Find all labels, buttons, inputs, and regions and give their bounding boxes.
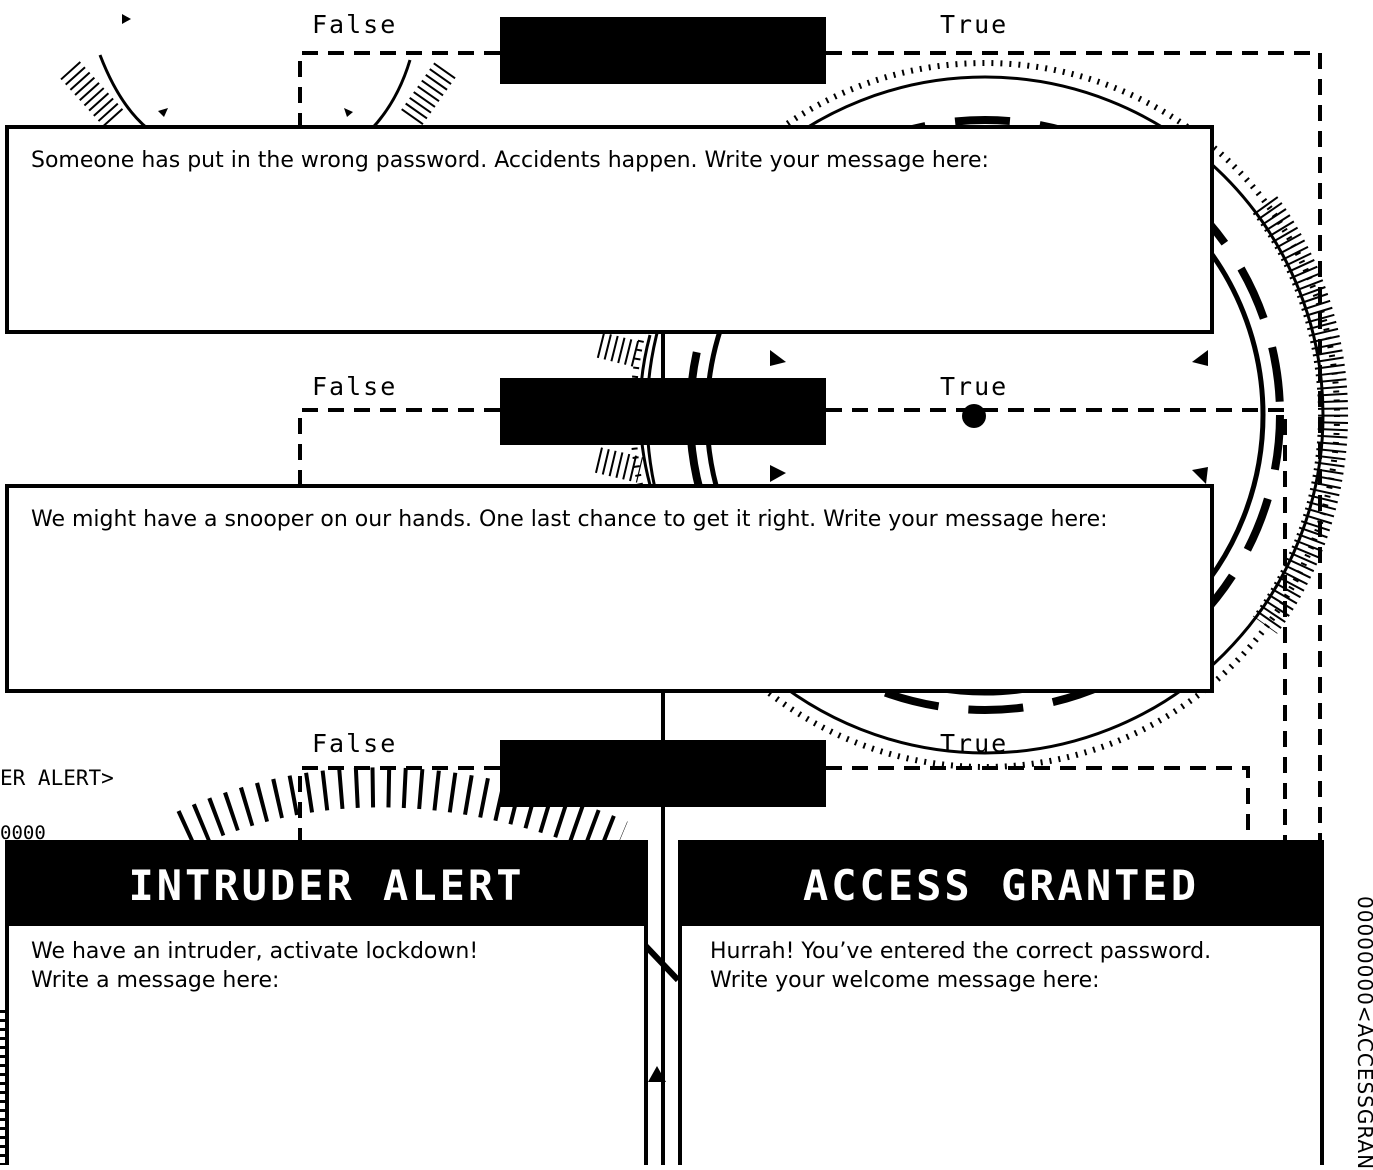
access-granted-prompt: Hurrah! You’ve entered the correct passw… <box>710 939 1212 993</box>
true-label: True <box>940 729 1009 758</box>
arrow-marker <box>1192 350 1208 366</box>
false-label: False <box>312 372 398 401</box>
condition-block <box>500 740 826 807</box>
dial-tick-arc <box>1252 196 1348 634</box>
last-chance-message-box[interactable]: We might have a snooper on our hands. On… <box>5 484 1214 693</box>
junction-dot <box>962 404 986 428</box>
arrow-marker <box>770 465 786 482</box>
alert-text-fragment: ER ALERT> <box>0 766 114 790</box>
condition-block <box>500 378 826 445</box>
intruder-alert-card[interactable]: INTRUDER ALERT We have an intruder, acti… <box>5 840 648 1165</box>
arrow-marker <box>344 108 353 117</box>
tick-cluster-right <box>399 62 456 128</box>
dial-ticks-left <box>594 332 644 483</box>
side-code-text: 00000000<ACCESSGRAN <box>1353 896 1373 1170</box>
condition-block <box>500 17 826 84</box>
arrow-marker <box>158 108 168 117</box>
tick-cluster-left <box>60 61 125 129</box>
connector-row1-true <box>826 51 1322 840</box>
message-prompt: Someone has put in the wrong password. A… <box>31 148 989 173</box>
arrow-marker <box>770 350 786 366</box>
false-label: False <box>312 729 398 758</box>
connector-row3-false <box>298 766 500 840</box>
true-label: True <box>940 10 1009 39</box>
message-prompt: We might have a snooper on our hands. On… <box>31 507 1108 532</box>
true-label: True <box>940 372 1009 401</box>
arrow-marker <box>648 1066 666 1082</box>
zeros-fragment: 0000 <box>0 822 46 844</box>
arrow-marker <box>122 14 131 24</box>
intruder-alert-prompt: We have an intruder, activate lockdown! … <box>31 939 479 993</box>
access-granted-card[interactable]: ACCESS GRANTED Hurrah! You’ve entered th… <box>678 840 1324 1165</box>
wrong-password-message-box[interactable]: Someone has put in the wrong password. A… <box>5 125 1214 334</box>
connector-row2-false <box>298 408 500 485</box>
connector-row3-true <box>826 766 1250 840</box>
access-granted-title: ACCESS GRANTED <box>682 844 1320 926</box>
intruder-alert-title: INTRUDER ALERT <box>9 844 644 926</box>
false-label: False <box>312 10 398 39</box>
arrow-marker <box>1192 467 1208 484</box>
connector-row1-false <box>298 51 500 125</box>
dial-dashed-ring <box>686 116 1284 714</box>
